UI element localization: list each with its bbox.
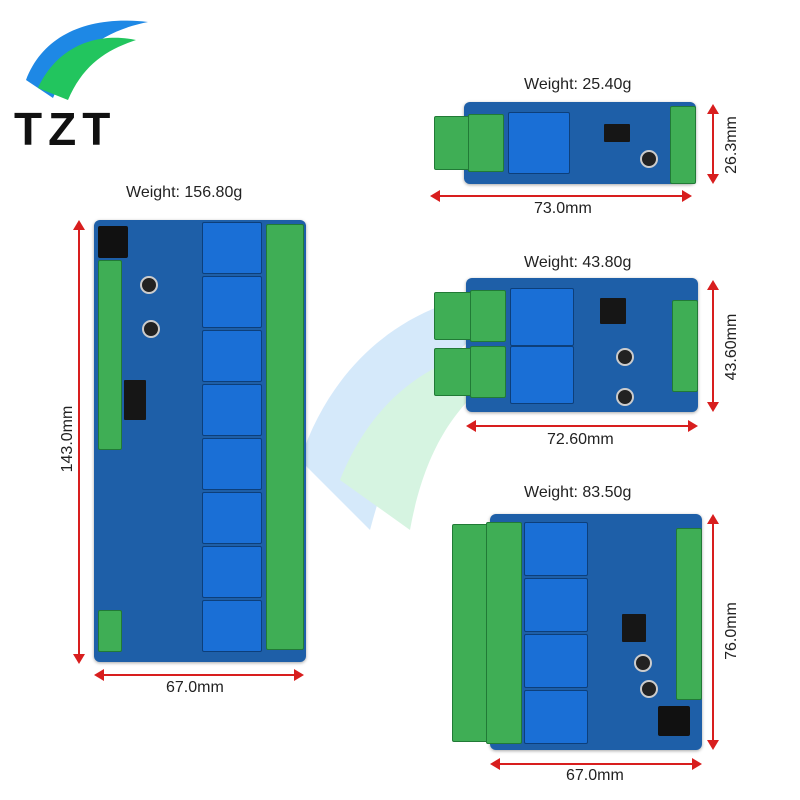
relay <box>524 578 588 632</box>
relay <box>524 690 588 744</box>
output-terminal-block <box>266 224 304 650</box>
power-jack <box>658 706 690 736</box>
product-2-height: 26.3mm <box>723 116 740 174</box>
ic-chip <box>600 298 626 324</box>
product-1-height-arrow <box>73 220 85 664</box>
relay <box>202 276 262 328</box>
ic-chip <box>622 614 646 642</box>
relay <box>202 600 262 652</box>
product-1-width-arrow <box>94 669 304 681</box>
product-2-width: 73.0mm <box>534 200 592 217</box>
product-4-height: 76.0mm <box>723 602 740 660</box>
product-1-width: 67.0mm <box>166 679 224 696</box>
logo-swoosh-icon <box>26 20 148 100</box>
output-terminal-block <box>434 348 472 396</box>
capacitor <box>634 654 652 672</box>
product-3-weight: Weight: 43.80g <box>524 254 632 271</box>
relay <box>202 330 262 382</box>
output-terminal-block <box>452 524 490 742</box>
product-3-height-arrow <box>707 280 719 412</box>
input-terminal-block <box>676 528 702 700</box>
brand-logo: TZT <box>8 10 158 160</box>
capacitor <box>640 680 658 698</box>
relay <box>202 546 262 598</box>
capacitor <box>616 348 634 366</box>
capacitor <box>140 276 158 294</box>
relay <box>202 384 262 436</box>
capacitor <box>616 388 634 406</box>
input-terminal-block <box>98 610 122 652</box>
capacitor <box>142 320 160 338</box>
product-3-width-arrow <box>466 420 698 432</box>
power-jack <box>98 226 128 258</box>
input-terminal-block <box>670 106 696 184</box>
relay <box>508 112 570 174</box>
relay <box>202 492 262 544</box>
output-terminal-block <box>470 346 506 398</box>
relay <box>202 222 262 274</box>
product-2-weight: Weight: 25.40g <box>524 76 632 93</box>
relay <box>510 288 574 346</box>
product-3-width: 72.60mm <box>547 431 614 448</box>
watermark-logo-icon <box>300 288 560 530</box>
output-terminal-block <box>468 114 504 172</box>
ic-chip <box>604 124 630 142</box>
product-4-weight: Weight: 83.50g <box>524 484 632 501</box>
product-1-height: 143.0mm <box>59 405 76 473</box>
product-2-board <box>434 102 696 184</box>
product-2-height-arrow <box>707 104 719 184</box>
product-4-board <box>452 514 702 750</box>
relay <box>510 346 574 404</box>
product-2-width-arrow <box>430 190 692 202</box>
input-terminal-block <box>672 300 698 392</box>
ic-chip <box>124 380 146 420</box>
output-terminal-block <box>486 522 522 744</box>
product-4-width: 67.0mm <box>566 767 624 784</box>
product-3-board <box>434 278 698 412</box>
output-terminal-block <box>434 292 472 340</box>
brand-name: TZT <box>14 103 117 155</box>
product-4-width-arrow <box>490 758 702 770</box>
relay <box>524 522 588 576</box>
relay <box>202 438 262 490</box>
output-terminal-block <box>434 116 472 170</box>
relay <box>524 634 588 688</box>
product-3-height: 43.60mm <box>723 313 740 381</box>
product-1-weight: Weight: 156.80g <box>126 184 243 201</box>
product-1-board <box>94 220 306 662</box>
capacitor <box>640 150 658 168</box>
output-terminal-block <box>470 290 506 342</box>
input-terminal-block <box>98 260 122 450</box>
product-4-height-arrow <box>707 514 719 750</box>
